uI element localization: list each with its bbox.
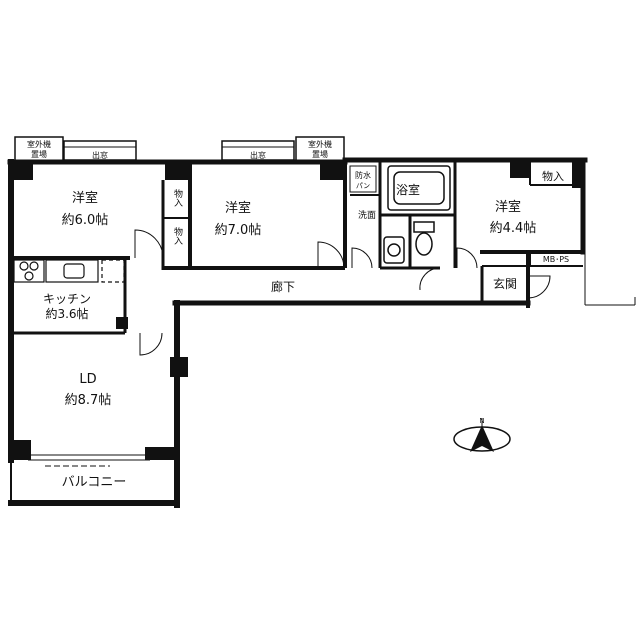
kitchen-sink bbox=[45, 259, 99, 283]
bay-window-right: 出窓 bbox=[221, 140, 295, 161]
windows bbox=[28, 188, 636, 467]
toilet bbox=[413, 221, 435, 256]
wash-basin bbox=[383, 236, 405, 264]
compass-north-label: N bbox=[479, 417, 484, 425]
bay-window-left-label: 出窓 bbox=[92, 150, 108, 160]
room-western1-name: 洋室 bbox=[72, 190, 98, 206]
outdoor-unit-right: 室外機 置場 bbox=[295, 136, 345, 163]
room-entrance-name: 玄関 bbox=[493, 276, 517, 291]
room-corridor-name: 廊下 bbox=[271, 279, 295, 294]
outdoor-unit-left-label2: 置場 bbox=[31, 149, 47, 159]
room-kitchen-name: キッチン bbox=[43, 292, 91, 306]
bathtub bbox=[387, 165, 451, 211]
closet-left-bottom-label: 物入 bbox=[172, 226, 183, 245]
bay-window-right-label: 出窓 bbox=[250, 150, 266, 160]
waterproof-pan-label1: 防水 bbox=[355, 170, 371, 180]
room-western2-size: 約7.0帖 bbox=[215, 223, 262, 238]
fridge-space bbox=[101, 259, 125, 283]
outdoor-unit-right-label2: 置場 bbox=[312, 149, 328, 159]
waterproof-pan-label2: パン bbox=[356, 182, 370, 190]
doors bbox=[134, 229, 551, 356]
compass-icon: N bbox=[453, 417, 511, 452]
waterproof-pan: 防水 パン bbox=[349, 165, 377, 193]
room-balcony-name: バルコニー bbox=[62, 475, 127, 490]
outdoor-unit-right-label1: 室外機 bbox=[308, 139, 332, 149]
outdoor-unit-left-label1: 室外機 bbox=[27, 139, 51, 149]
columns bbox=[9, 160, 585, 460]
room-western3-size: 約4.4帖 bbox=[490, 221, 537, 236]
room-ld-size: 約8.7帖 bbox=[65, 393, 112, 408]
room-western1-size: 約6.0帖 bbox=[62, 213, 109, 228]
room-washroom-name: 洗面 bbox=[358, 209, 376, 221]
bay-window-left: 出窓 bbox=[63, 140, 137, 161]
interior-walls bbox=[11, 160, 583, 335]
stove bbox=[13, 259, 45, 283]
outdoor-unit-left: 室外機 置場 bbox=[14, 136, 64, 163]
closet-left-top-label: 物入 bbox=[172, 188, 183, 207]
room-bath-name: 浴室 bbox=[396, 182, 420, 197]
exterior-walls bbox=[7, 157, 588, 508]
mbps-label: MB･PS bbox=[543, 255, 569, 264]
wall-unit bbox=[116, 317, 128, 329]
closet-right-label: 物入 bbox=[542, 169, 564, 183]
room-ld-name: LD bbox=[79, 372, 96, 387]
room-western2-name: 洋室 bbox=[225, 200, 251, 216]
room-western3-name: 洋室 bbox=[495, 199, 521, 215]
room-kitchen-size: 約3.6帖 bbox=[45, 306, 88, 321]
